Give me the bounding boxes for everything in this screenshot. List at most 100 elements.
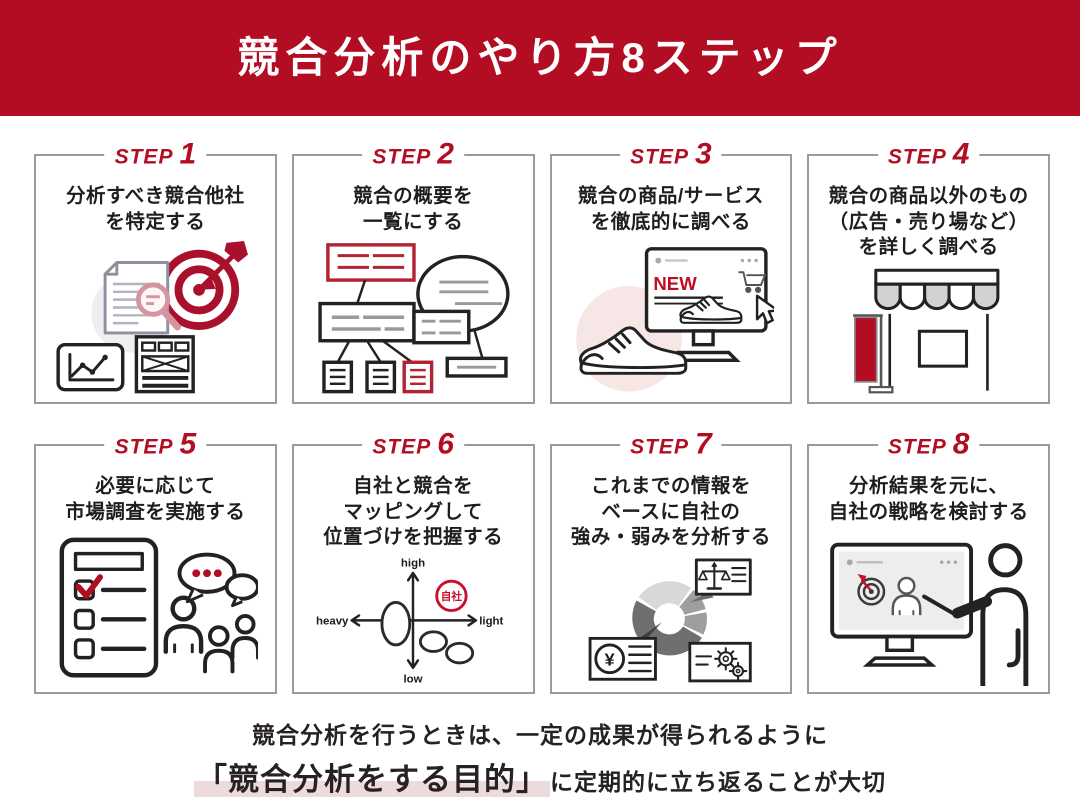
screen-dart-icon — [857, 574, 867, 584]
footer-highlight: 「競合分析をする目的」 — [194, 762, 550, 797]
footer-line2-rest: に定期的に立ち返ることが大切 — [550, 769, 886, 795]
step-5-title: 必要に応じて 市場調査を実施する — [65, 475, 246, 523]
cart-icon — [738, 271, 767, 294]
step-word: STEP — [630, 145, 689, 169]
step-number: 5 — [179, 427, 197, 461]
step-word: STEP — [887, 145, 947, 169]
store-window — [917, 329, 968, 368]
cursor-icon — [755, 294, 774, 325]
step-7-illustration: ¥ — [552, 551, 791, 692]
page-title: 競合分析のやり方8ステップ — [237, 34, 843, 81]
step-number: 1 — [179, 137, 197, 171]
step-word: STEP — [372, 145, 432, 169]
positioning-map-icon: high low heavy light 自社 — [316, 558, 504, 686]
line-chart-icon — [56, 343, 125, 392]
step-card-6: STEP 6 自社と競合を マッピングして 位置づけを把握する high low — [291, 429, 535, 694]
bottom-node-box — [445, 357, 508, 379]
step-8-label: STEP 8 — [877, 427, 980, 461]
pointer-stick — [921, 595, 957, 617]
step-number: 7 — [694, 427, 712, 461]
step-8-title: 分析結果を元に、 自社の戦略を検討する — [828, 475, 1029, 523]
step-card-7: STEP 7 これまでの情報を ベースに自社の 強み・弱みを分析する — [549, 429, 793, 694]
step-6-title: 自社と競合を マッピングして 位置づけを把握する — [323, 475, 504, 549]
red-node-box — [326, 243, 416, 283]
step-4-label: STEP 4 — [877, 137, 980, 171]
step-6-label: STEP 6 — [362, 427, 464, 461]
screen-person-icon — [891, 577, 922, 616]
presentation-icon — [829, 543, 1028, 686]
yen-icon — [594, 643, 625, 675]
step-number: 2 — [437, 137, 454, 171]
yen-symbol: ¥ — [605, 650, 615, 670]
storefront-walls — [888, 314, 989, 391]
step-4-illustration — [809, 261, 1048, 402]
scales-icon — [697, 562, 731, 590]
monitor-stand — [862, 635, 937, 668]
wireframe-icon — [135, 335, 196, 394]
footer-line2: 「競合分析をする目的」に定期的に立ち返ることが大切 — [0, 754, 1080, 799]
screen-target-icon — [856, 578, 885, 607]
axis-label-high: high — [401, 558, 425, 570]
red-leaf-node — [402, 361, 434, 394]
axis-label-light: light — [479, 616, 503, 628]
step-2-title: 競合の概要を 一覧にする — [353, 185, 474, 233]
step-3-label: STEP 3 — [620, 137, 722, 171]
step-3-illustration: NEW — [552, 235, 791, 402]
awning-icon — [873, 268, 1000, 311]
speech-bubble-2-icon — [225, 573, 259, 608]
step-card-5: STEP 5 必要に応じて 市場調査を実施する — [34, 429, 277, 694]
checklist-icon — [59, 537, 159, 678]
step-number: 8 — [952, 427, 970, 461]
red-check-icon — [75, 574, 104, 599]
step-1-illustration — [36, 235, 275, 402]
org-chart-bubble-icon — [318, 243, 510, 394]
pointer-wedge — [686, 630, 714, 651]
mid-node-box — [412, 310, 471, 345]
red-banner-icon — [852, 314, 894, 394]
storefront-banner-icon — [852, 268, 1000, 394]
step-word: STEP — [887, 435, 947, 459]
step-8-illustration — [809, 525, 1048, 692]
speech-bubble-icon — [177, 552, 237, 604]
step-number: 3 — [694, 137, 712, 171]
survey-people-icon — [59, 537, 259, 678]
step-number: 6 — [437, 427, 454, 461]
scales-callout — [694, 558, 752, 596]
step-3-title: 競合の商品/サービス を徹底的に調べる — [577, 185, 764, 233]
gear-icon — [713, 647, 748, 681]
presenter-icon — [951, 543, 1028, 686]
step-2-label: STEP 2 — [362, 137, 464, 171]
step-7-title: これまでの情報を ベースに自社の 強み・弱みを分析する — [570, 475, 771, 549]
step-1-title: 分析すべき競合他社 を特定する — [66, 185, 245, 233]
step-word: STEP — [114, 435, 174, 459]
target-documents-icon — [56, 241, 249, 394]
sneaker-webshop-icon: NEW — [575, 247, 774, 393]
center-node-box — [318, 302, 416, 343]
process-callout — [688, 642, 752, 683]
axis-label-heavy: heavy — [316, 616, 349, 628]
step-card-4: STEP 4 競合の商品以外のもの （広告・売り場など） を詳しく調べる — [807, 139, 1050, 404]
self-company-label: 自社 — [441, 590, 463, 603]
self-company-marker: 自社 — [435, 579, 468, 613]
step-number: 4 — [952, 137, 970, 171]
step-7-label: STEP 7 — [620, 427, 722, 461]
step-card-8: STEP 8 分析結果を元に、 自社の戦略を検討する — [807, 429, 1050, 694]
footer-note: 競合分析を行うときは、一定の成果が得られるように 「競合分析をする目的」に定期的… — [0, 716, 1080, 799]
monitor-icon — [829, 543, 973, 640]
dart-icon — [199, 241, 249, 291]
header-banner: 競合分析のやり方8ステップ — [0, 0, 1080, 116]
axes — [350, 571, 478, 670]
step-word: STEP — [630, 435, 689, 459]
steps-grid: STEP 1 分析すべき競合他社 を特定する — [34, 139, 1050, 694]
step-card-1: STEP 1 分析すべき競合他社 を特定する — [34, 139, 277, 404]
magnifier-icon — [136, 283, 182, 331]
new-badge: NEW — [653, 273, 697, 294]
step-word: STEP — [372, 435, 432, 459]
footer-line1: 競合分析を行うときは、一定の成果が得られるように — [252, 722, 828, 748]
cost-callout — [588, 637, 657, 681]
leaf-node-boxes — [322, 361, 434, 394]
axis-label-low: low — [404, 674, 423, 686]
step-5-label: STEP 5 — [104, 427, 207, 461]
competitor-ellipses — [380, 601, 475, 665]
